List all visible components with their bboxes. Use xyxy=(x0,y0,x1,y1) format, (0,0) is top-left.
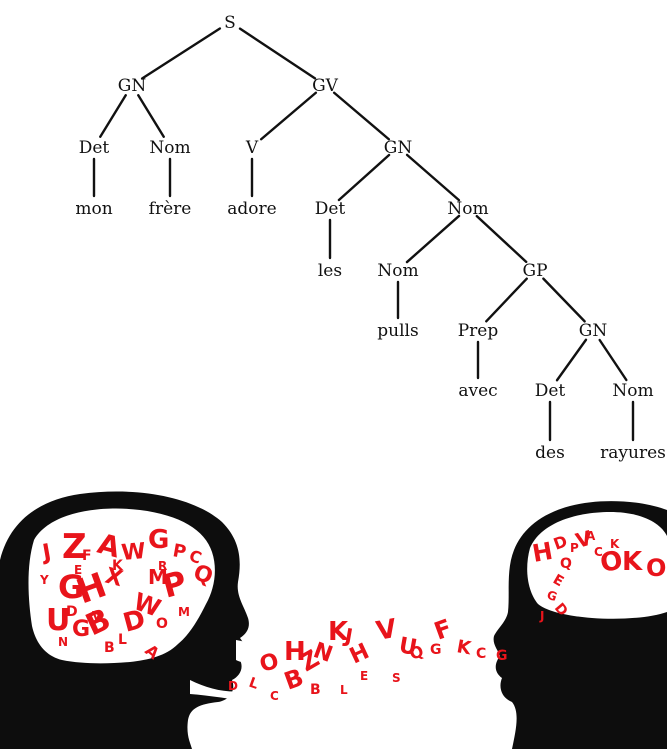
tree-edge xyxy=(334,93,389,139)
tree-node-label: Det xyxy=(315,199,346,219)
tree-node-label: rayures xyxy=(600,443,666,463)
tree-edge xyxy=(477,216,526,262)
thought-letter: Y xyxy=(39,573,49,587)
thought-letter: M xyxy=(178,605,190,619)
tree-edge xyxy=(557,340,586,380)
thought-letter: F xyxy=(82,548,92,564)
thought-letter: P xyxy=(570,541,579,555)
thought-letter: Q xyxy=(560,556,572,572)
speech-letter: C xyxy=(476,646,486,662)
tree-edge xyxy=(100,95,125,137)
tree-edge xyxy=(138,95,163,137)
thought-letter: G xyxy=(148,525,169,555)
thought-letter: R xyxy=(158,559,167,573)
tree-node-label: GP xyxy=(522,261,547,281)
tree-node-label: Det xyxy=(79,138,110,158)
speech-letter: G xyxy=(496,648,508,664)
speech-letter: B xyxy=(310,682,321,698)
speech-letter: L xyxy=(340,683,348,697)
tree-edge xyxy=(486,279,526,322)
thought-letter: K xyxy=(622,547,643,577)
thought-letter: L xyxy=(118,632,127,648)
tree-edge xyxy=(543,279,584,322)
tree-edge xyxy=(240,29,315,79)
thought-letter: J xyxy=(539,609,544,623)
tree-node-label: frère xyxy=(149,199,192,219)
thought-letter: D xyxy=(66,604,78,620)
tree-node-label: GN xyxy=(579,321,608,341)
thought-letter: O xyxy=(646,554,666,582)
parse-tree-edges xyxy=(94,28,633,440)
thought-letter: O xyxy=(156,616,168,632)
tree-node-label: des xyxy=(535,443,565,463)
tree-node-label: V xyxy=(245,138,259,158)
tree-node-label: Nom xyxy=(377,261,418,281)
tree-node-label: GN xyxy=(118,76,147,96)
thought-letter: E xyxy=(74,563,82,577)
tree-node-label: GV xyxy=(312,76,339,96)
speech-letter: D xyxy=(228,679,238,693)
tree-node-label: avec xyxy=(458,381,497,401)
tree-edge xyxy=(261,93,316,139)
tree-node-label: Nom xyxy=(447,199,488,219)
tree-node-label: Nom xyxy=(149,138,190,158)
tree-node-label: pulls xyxy=(377,321,418,341)
tree-edge xyxy=(339,155,389,200)
speech-letter: O xyxy=(257,649,282,678)
tree-node-label: GN xyxy=(384,138,413,158)
tree-node-label: adore xyxy=(227,199,276,219)
tree-edge xyxy=(600,340,627,380)
tree-edge xyxy=(407,155,459,200)
thought-letter: C xyxy=(594,545,603,559)
tree-edge xyxy=(142,28,220,78)
thought-letter: K xyxy=(610,537,620,551)
tree-node-label: Prep xyxy=(458,321,499,341)
tree-edge xyxy=(407,216,459,262)
thought-letter: A xyxy=(586,529,596,543)
tree-node-label: les xyxy=(318,261,342,281)
tree-node-label: S xyxy=(224,13,236,33)
thought-letter: K xyxy=(112,558,124,574)
thought-letter: B xyxy=(104,640,115,656)
thought-letter: N xyxy=(58,635,68,649)
tree-node-label: Nom xyxy=(612,381,653,401)
thought-letter: V xyxy=(92,609,102,623)
speech-letter: E xyxy=(360,669,368,683)
tree-node-label: Det xyxy=(535,381,566,401)
speech-letter: S xyxy=(392,671,401,685)
speech-letter: C xyxy=(270,689,279,703)
tree-node-label: mon xyxy=(75,199,112,219)
thought-letter: W xyxy=(120,539,146,566)
